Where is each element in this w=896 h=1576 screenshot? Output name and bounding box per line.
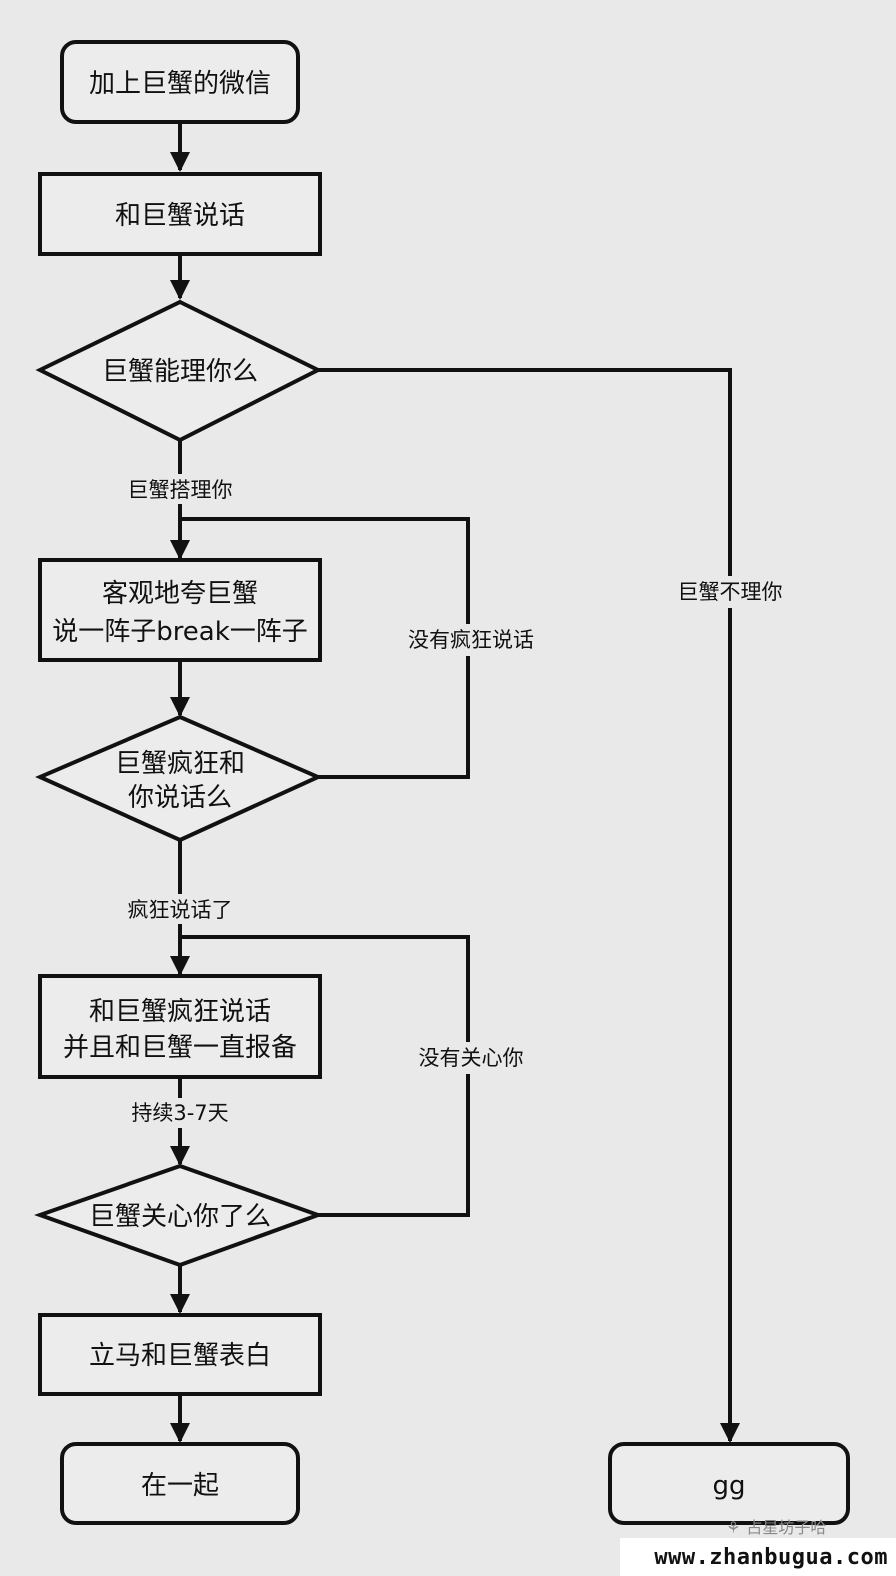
label-praise-line2: 说一阵子break一阵子: [52, 617, 308, 647]
node-crazy-talk: [38, 974, 322, 1079]
label-responds-question: 巨蟹能理你么: [102, 357, 258, 387]
edge-responds-no: [318, 368, 740, 1443]
node-gg: [608, 1442, 850, 1525]
node-care-question: [34, 1163, 324, 1268]
edge-label-responds-no: 巨蟹不理你: [678, 580, 783, 604]
edge-label-no-care: 没有关心你: [419, 1046, 524, 1070]
label-praise-line1: 客观地夸巨蟹: [102, 579, 258, 609]
edge-no-care-loop: [180, 935, 470, 1217]
label-crazy-question-line2: 你说话么: [128, 783, 232, 813]
node-confess: [38, 1313, 322, 1396]
node-crazy-question: [35, 714, 323, 843]
label-add-wechat: 加上巨蟹的微信: [89, 69, 271, 99]
edge-label-not-crazy: 没有疯狂说话: [408, 628, 534, 652]
watermark-account-name: 占星坊子哈: [746, 1518, 827, 1537]
watermark-url: www.zhanbugua.com: [654, 1544, 888, 1570]
node-talk: [38, 172, 322, 256]
label-crazy-talk-line2: 并且和巨蟹一直报备: [63, 1033, 297, 1063]
label-confess: 立马和巨蟹表白: [89, 1341, 271, 1371]
label-gg: gg: [712, 1471, 745, 1501]
watermark-url-banner: www.zhanbugua.com: [620, 1538, 896, 1576]
label-talk: 和巨蟹说话: [115, 201, 245, 231]
wechat-icon: ⚘: [726, 1518, 741, 1537]
edge-label-crazy-yes: 疯狂说话了: [128, 898, 233, 922]
node-praise: [38, 558, 322, 662]
watermark-account: ⚘ 占星坊子哈: [726, 1514, 826, 1538]
label-crazy-talk-line1: 和巨蟹疯狂说话: [89, 997, 271, 1027]
edge-label-responds-yes: 巨蟹搭理你: [128, 478, 233, 502]
label-care-question: 巨蟹关心你了么: [89, 1202, 271, 1232]
label-together: 在一起: [141, 1471, 219, 1501]
node-together: [60, 1442, 300, 1525]
node-responds-question: [35, 299, 323, 443]
label-crazy-question-line1: 巨蟹疯狂和: [115, 749, 245, 779]
node-add-wechat: [60, 40, 300, 124]
edge-label-duration: 持续3-7天: [131, 1101, 228, 1125]
